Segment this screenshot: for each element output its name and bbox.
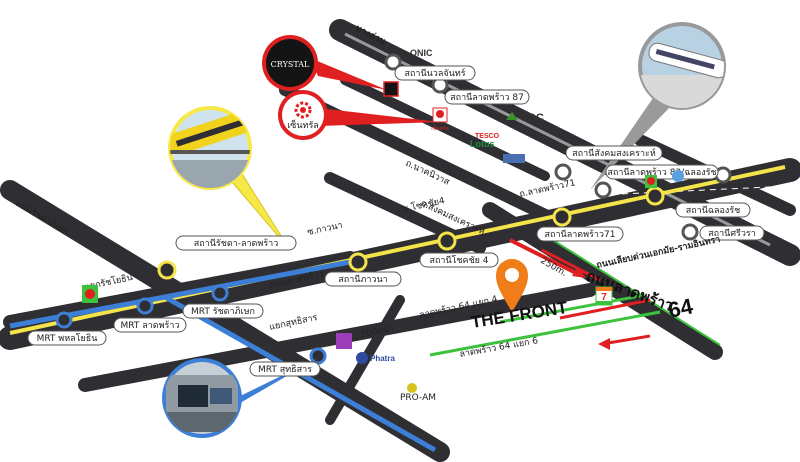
svg-text:แยกสุทธิสาร: แยกสุทธิสาร bbox=[268, 312, 318, 333]
svg-text:สถานีลาดพร้าว 83/ฉลองรัช: สถานีลาดพร้าว 83/ฉลองรัช bbox=[607, 167, 716, 178]
svg-text:เซ็นทรัล: เซ็นทรัล bbox=[287, 118, 319, 131]
crystal-callout: CRYSTAL bbox=[262, 35, 399, 97]
station-marker[interactable] bbox=[348, 252, 368, 272]
svg-text:สถานีภาวนา: สถานีภาวนา bbox=[338, 274, 387, 285]
svg-text:CDC: CDC bbox=[520, 112, 544, 124]
seven-eleven-small-icon bbox=[82, 285, 98, 303]
blue-circle-icon bbox=[672, 170, 684, 182]
svg-text:CRYSTAL: CRYSTAL bbox=[271, 60, 310, 69]
central-callout: เซ็นทรัล เซ็นทรัล bbox=[278, 90, 449, 140]
svg-text:ลาดพร้าว 64 แยก 6: ลาดพร้าว 64 แยก 6 bbox=[459, 335, 540, 360]
subway-train-icon bbox=[166, 375, 238, 432]
svg-text:MRT สุทธิสาร: MRT สุทธิสาร bbox=[258, 364, 312, 375]
ladprao-64-green bbox=[429, 231, 721, 357]
location-pin-icon bbox=[496, 259, 528, 312]
onic-logo: ONIC bbox=[410, 48, 433, 58]
station-marker[interactable] bbox=[55, 311, 73, 329]
pink-station-labels: สถานีนวลจันทร์ สถานีลาดพร้าว 87 สถานีสัง… bbox=[394, 65, 765, 241]
lower-parallel-road bbox=[3, 251, 357, 329]
svg-text:ถ.ลาดพร้าว71: ถ.ลาดพร้าว71 bbox=[518, 177, 576, 200]
svg-text:สถานีศรีวรา: สถานีศรีวรา bbox=[708, 228, 756, 239]
yellow-line-stations bbox=[157, 186, 665, 280]
svg-text:สถานีรัชดา-ลาดพร้าว: สถานีรัชดา-ลาดพร้าว bbox=[194, 238, 279, 249]
svg-text:PRO-AM: PRO-AM bbox=[400, 393, 436, 403]
svg-text:MRT รัชดาภิเษก: MRT รัชดาภิเษก bbox=[191, 306, 255, 317]
svg-text:สถานีโชคชัย 4: สถานีโชคชัย 4 bbox=[429, 255, 488, 266]
svg-text:สถานีสังคมสงเคราะห์: สถานีสังคมสงเคราะห์ bbox=[572, 147, 656, 159]
mrt-station-labels: MRT พหลโยธิน MRT ลาดพร้าว MRT รัชดาภิเษก… bbox=[27, 303, 321, 377]
station-marker[interactable] bbox=[594, 181, 612, 199]
station-marker[interactable] bbox=[645, 186, 665, 206]
cdc-logo: CDC bbox=[506, 112, 544, 124]
station-marker[interactable] bbox=[211, 284, 229, 302]
svg-text:สถานีลาดพร้าว 87: สถานีลาดพร้าว 87 bbox=[450, 92, 524, 103]
svg-text:MRT ลาดพร้าว: MRT ลาดพร้าว bbox=[120, 320, 179, 331]
yellow-station-labels: สถานีรัชดา-ลาดพร้าว สถานีภาวนา สถานีโชคช… bbox=[175, 226, 624, 287]
highlight-arrows bbox=[509, 238, 651, 350]
phatra-logo: Phatra bbox=[356, 352, 395, 364]
monorail-callout bbox=[168, 106, 291, 251]
station-marker[interactable] bbox=[136, 297, 154, 315]
proam-logo: PRO-AM bbox=[400, 383, 436, 403]
station-marker[interactable] bbox=[437, 231, 457, 251]
ladprao64-diag-road bbox=[482, 202, 723, 360]
seven-eleven-logo-icon: 7 bbox=[595, 286, 613, 306]
svg-text:MRT พหลโยธิน: MRT พหลโยธิน bbox=[37, 333, 98, 344]
station-marker[interactable] bbox=[309, 347, 327, 365]
svg-text:ONIC: ONIC bbox=[410, 48, 433, 58]
seven-eleven-small-icon bbox=[645, 175, 657, 188]
ratchadaphisek-road bbox=[0, 180, 450, 462]
central-sun-logo-icon bbox=[294, 101, 312, 119]
blue-building-icon bbox=[503, 154, 525, 163]
purple-store-icon bbox=[336, 333, 352, 349]
svg-text:เซ็นทรัล: เซ็นทรัล bbox=[431, 124, 449, 132]
svg-text:สถานีลาดพร้าว71: สถานีลาดพร้าว71 bbox=[545, 229, 616, 240]
monorail-icon bbox=[170, 111, 250, 188]
svg-text:Lotus: Lotus bbox=[470, 139, 495, 149]
station-marker[interactable] bbox=[681, 223, 699, 241]
station-marker[interactable] bbox=[157, 260, 177, 280]
station-marker[interactable] bbox=[554, 163, 572, 181]
station-marker[interactable] bbox=[552, 207, 572, 227]
svg-text:TESCO: TESCO bbox=[475, 133, 500, 140]
svg-text:Phatra: Phatra bbox=[370, 354, 395, 363]
station-marker[interactable] bbox=[384, 53, 402, 71]
pink-line-stations bbox=[384, 53, 732, 241]
svg-text:7: 7 bbox=[601, 292, 607, 303]
poi-logos: ONIC CDC TESCO Lotus 7 Phatra bbox=[82, 48, 684, 403]
svg-text:ซ.กาวนา: ซ.กาวนา bbox=[307, 221, 344, 238]
mrt-stations bbox=[55, 284, 327, 365]
svg-text:สถานีนวลจันทร์: สถานีนวลจันทร์ bbox=[404, 67, 465, 79]
svg-text:สถานีฉลองรัช: สถานีฉลองรัช bbox=[686, 205, 741, 216]
svg-text:64: 64 bbox=[666, 293, 696, 323]
tesco-lotus-logo: TESCO Lotus bbox=[470, 133, 500, 149]
crystal-design-center-logo-icon bbox=[266, 39, 314, 87]
